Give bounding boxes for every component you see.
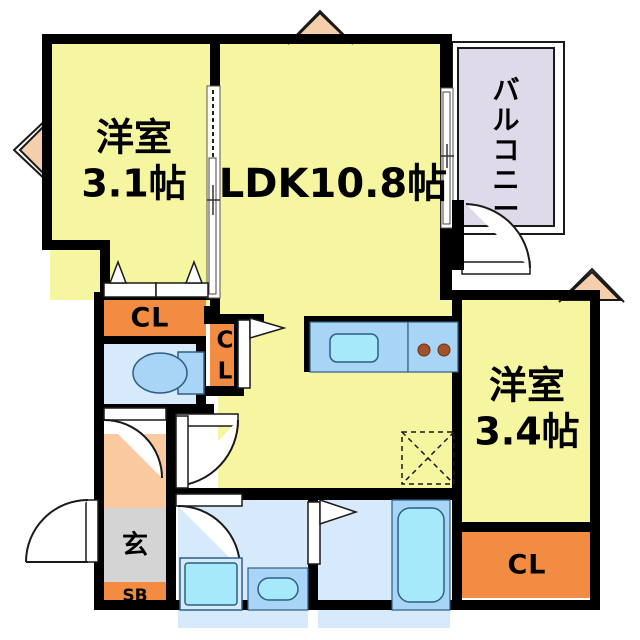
door-cl-hall[interactable]	[237, 316, 287, 389]
closet-label-east: CL	[507, 550, 546, 581]
closet-fill-east	[462, 530, 590, 598]
room-fill-washitsu-east	[462, 300, 590, 530]
kitchen-sink	[309, 321, 409, 373]
svg-text:バ: バ	[493, 76, 520, 107]
door-bathroom[interactable]	[307, 498, 359, 565]
door-ldk-east-room[interactable]	[452, 200, 531, 275]
genkan-label: 玄	[122, 530, 148, 561]
room-label-balcony: バ ル コ ニ ー	[493, 76, 520, 226]
room-label-ldk: LDK10.8帖	[219, 161, 447, 207]
genkan-fill	[104, 508, 166, 582]
shoe-box-label: SB	[122, 586, 147, 606]
svg-text:ー: ー	[493, 195, 520, 226]
kitchen-stove	[407, 321, 459, 373]
door-hall-washroom[interactable]	[175, 493, 243, 569]
door-hall-ldk[interactable]	[175, 413, 240, 489]
closet-label-hall: C L	[217, 328, 234, 385]
closet-fill-west	[103, 298, 206, 340]
svg-text:コ: コ	[493, 136, 520, 167]
washing-machine-space	[179, 557, 243, 611]
room-fill-ldk-upper	[218, 42, 450, 322]
bathtub	[391, 499, 451, 611]
svg-text:C: C	[217, 328, 234, 354]
toilet-fixture	[132, 351, 205, 395]
svg-text:L: L	[218, 359, 233, 385]
sliding-door-west-room[interactable]	[206, 85, 221, 299]
svg-text:ル: ル	[493, 106, 520, 137]
folding-door-cl-west[interactable]	[103, 259, 209, 298]
closet-label-west: CL	[130, 303, 169, 334]
sliding-door-balcony[interactable]	[440, 87, 454, 229]
door-toilet[interactable]	[103, 407, 167, 479]
svg-text:ニ: ニ	[493, 166, 520, 197]
wash-basin	[247, 567, 309, 611]
room-label-washitsu-west-line2: 3.1帖	[81, 162, 186, 206]
room-fill-balcony	[458, 48, 554, 226]
room-label-washitsu-west-line1: 洋室	[96, 116, 172, 160]
door-entrance[interactable]	[25, 499, 99, 563]
refrigerator-space-marker	[401, 431, 455, 485]
room-label-washitsu-east-line2: 3.4帖	[474, 410, 579, 454]
room-label-washitsu-east-line1: 洋室	[489, 364, 565, 408]
